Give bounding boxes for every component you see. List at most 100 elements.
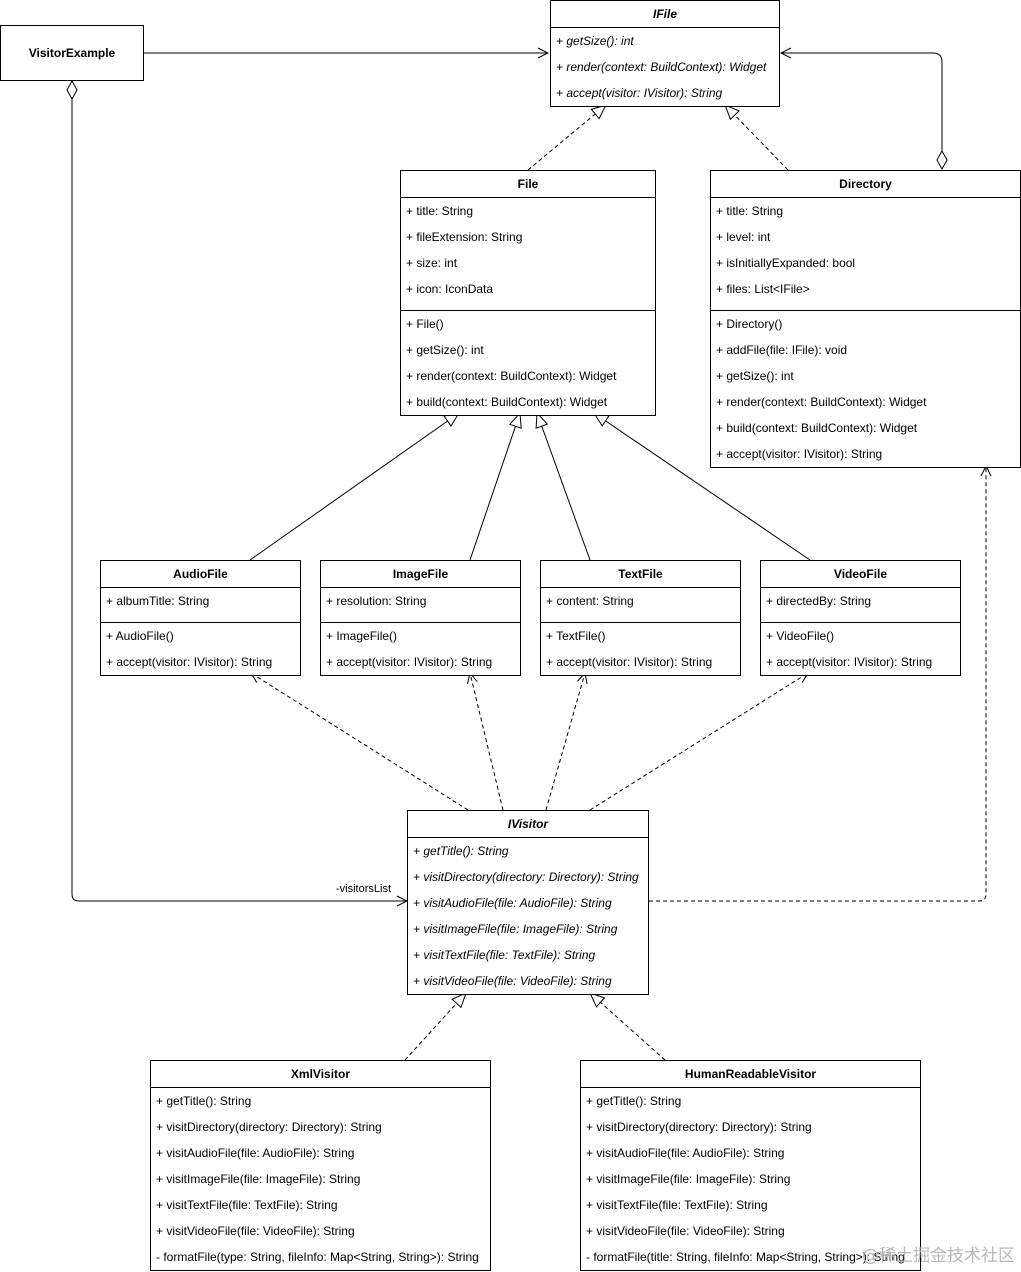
edge-xmlvisitor-realizes-ivisitor xyxy=(404,993,466,1061)
method: + getTitle(): String xyxy=(413,844,509,858)
method: + visitTextFile(file: TextFile): String xyxy=(413,948,596,962)
method: + getSize(): int xyxy=(406,343,484,357)
method: + visitTextFile(file: TextFile): String xyxy=(586,1198,768,1212)
edge-ivisitor-audiofile xyxy=(251,673,469,811)
method: - formatFile(type: String, fileInfo: Map… xyxy=(156,1250,479,1264)
methods-section: + ImageFile() + accept(visitor: IVisitor… xyxy=(321,622,520,675)
method: + visitImageFile(file: ImageFile): Strin… xyxy=(413,922,618,936)
attributes-section: + albumTitle: String xyxy=(101,588,300,622)
edge-ivisitor-imagefile xyxy=(470,673,504,811)
method: - formatFile(title: String, fileInfo: Ma… xyxy=(586,1250,905,1264)
method: + Directory() xyxy=(716,317,783,331)
method: + VideoFile() xyxy=(766,629,835,643)
method: + getSize(): int xyxy=(716,369,794,383)
visitors-list-label: -visitorsList xyxy=(336,883,392,895)
method: + addFile(file: IFile): void xyxy=(716,343,848,357)
methods-section: + getTitle(): String + visitDirectory(di… xyxy=(581,1088,920,1270)
edge-audiofile-extends-file xyxy=(249,413,459,561)
attributes-section: + directedBy: String xyxy=(761,588,960,622)
methods-section: + TextFile() + accept(visitor: IVisitor)… xyxy=(541,622,740,675)
class-name: VisitorExample xyxy=(28,46,116,60)
edge-visitorexample-ivisitor-aggregation xyxy=(72,81,407,901)
method: + accept(visitor: IVisitor): String xyxy=(106,655,273,669)
class-name: TextFile xyxy=(541,561,740,588)
class-name: AudioFile xyxy=(101,561,300,588)
method: + ImageFile() xyxy=(326,629,398,643)
class-name: XmlVisitor xyxy=(151,1061,490,1088)
xmlvisitor-class[interactable]: XmlVisitor + getTitle(): String + visitD… xyxy=(150,1060,491,1271)
class-name: IFile xyxy=(551,1,779,28)
method: + visitVideoFile(file: VideoFile): Strin… xyxy=(586,1224,785,1238)
attributes-section: + resolution: String xyxy=(321,588,520,622)
class-name: IVisitor xyxy=(408,811,648,838)
method: + TextFile() xyxy=(546,629,606,643)
imagefile-class[interactable]: ImageFile + resolution: String + ImageFi… xyxy=(320,560,521,676)
edge-videofile-extends-file xyxy=(594,413,811,561)
method: + render(context: BuildContext): Widget xyxy=(716,395,927,409)
method: + AudioFile() xyxy=(106,629,174,643)
attribute: + size: int xyxy=(406,256,458,270)
methods-section: + getSize(): int + render(context: Build… xyxy=(551,28,779,106)
method: + accept(visitor: IVisitor): String xyxy=(716,447,883,461)
edge-directory-realizes-ifile xyxy=(725,105,789,171)
methods-section: + getTitle(): String + visitDirectory(di… xyxy=(151,1088,490,1270)
visitor-example-class[interactable]: VisitorExample xyxy=(0,25,144,81)
method: + accept(visitor: IVisitor): String xyxy=(326,655,493,669)
textfile-class[interactable]: TextFile + content: String + TextFile() … xyxy=(540,560,741,676)
method: + visitDirectory(directory: Directory): … xyxy=(413,870,639,884)
method: + visitDirectory(directory: Directory): … xyxy=(586,1120,812,1134)
attribute: + fileExtension: String xyxy=(406,230,523,244)
attribute: + resolution: String xyxy=(326,594,427,608)
file-class[interactable]: File + title: String + fileExtension: St… xyxy=(400,170,656,416)
attributes-section: + title: String + fileExtension: String … xyxy=(401,198,655,310)
method: + build(context: BuildContext): Widget xyxy=(406,395,608,409)
method: + visitTextFile(file: TextFile): String xyxy=(156,1198,338,1212)
videofile-class[interactable]: VideoFile + directedBy: String + VideoFi… xyxy=(760,560,961,676)
attribute: + albumTitle: String xyxy=(106,594,210,608)
humanreadablevisitor-class[interactable]: HumanReadableVisitor + getTitle(): Strin… xyxy=(580,1060,921,1271)
class-name: ImageFile xyxy=(321,561,520,588)
class-name: VideoFile xyxy=(761,561,960,588)
methods-section: + getTitle(): String + visitDirectory(di… xyxy=(408,838,648,994)
method: + build(context: BuildContext): Widget xyxy=(716,421,918,435)
edge-ivisitor-directory xyxy=(649,466,986,902)
audiofile-class[interactable]: AudioFile + albumTitle: String + AudioFi… xyxy=(100,560,301,676)
edge-ivisitor-videofile xyxy=(589,673,808,811)
edge-file-realizes-ifile xyxy=(527,105,606,171)
edge-ivisitor-textfile xyxy=(545,673,585,811)
ivisitor-interface[interactable]: IVisitor + getTitle(): String + visitDir… xyxy=(407,810,649,995)
edge-humanvisitor-realizes-ivisitor xyxy=(590,993,666,1061)
edge-imagefile-extends-file xyxy=(469,413,520,561)
attribute: + icon: IconData xyxy=(406,282,494,296)
attribute: + isInitiallyExpanded: bool xyxy=(716,256,856,270)
method: + visitAudioFile(file: AudioFile): Strin… xyxy=(413,896,612,910)
attribute: + directedBy: String xyxy=(766,594,872,608)
methods-section: + Directory() + addFile(file: IFile): vo… xyxy=(711,310,1020,467)
class-name: File xyxy=(401,171,655,198)
watermark-text: @稀土掘金技术社区 xyxy=(862,1246,1015,1266)
method: + render(context: BuildContext): Widget xyxy=(556,60,767,74)
method: + accept(visitor: IVisitor): String xyxy=(556,86,723,100)
ifile-interface[interactable]: IFile + getSize(): int + render(context:… xyxy=(550,0,780,107)
class-name: Directory xyxy=(711,171,1020,198)
attribute: + level: int xyxy=(716,230,771,244)
methods-section: + VideoFile() + accept(visitor: IVisitor… xyxy=(761,622,960,675)
methods-section: + AudioFile() + accept(visitor: IVisitor… xyxy=(101,622,300,675)
attributes-section: + title: String + level: int + isInitial… xyxy=(711,198,1020,310)
edge-textfile-extends-file xyxy=(537,413,591,561)
edge-directory-ifile-aggregation xyxy=(781,53,942,169)
attribute: + title: String xyxy=(406,204,474,218)
method: + visitDirectory(directory: Directory): … xyxy=(156,1120,382,1134)
method: + getTitle(): String xyxy=(156,1094,252,1108)
method: + visitAudioFile(file: AudioFile): Strin… xyxy=(586,1146,785,1160)
method: + accept(visitor: IVisitor): String xyxy=(546,655,713,669)
method: + visitVideoFile(file: VideoFile): Strin… xyxy=(413,974,612,988)
directory-class[interactable]: Directory + title: String + level: int +… xyxy=(710,170,1021,468)
method: + File() xyxy=(406,317,444,331)
attribute: + title: String xyxy=(716,204,784,218)
attributes-section: + content: String xyxy=(541,588,740,622)
method: + visitImageFile(file: ImageFile): Strin… xyxy=(156,1172,361,1186)
method: + visitAudioFile(file: AudioFile): Strin… xyxy=(156,1146,355,1160)
attribute: + content: String xyxy=(546,594,634,608)
